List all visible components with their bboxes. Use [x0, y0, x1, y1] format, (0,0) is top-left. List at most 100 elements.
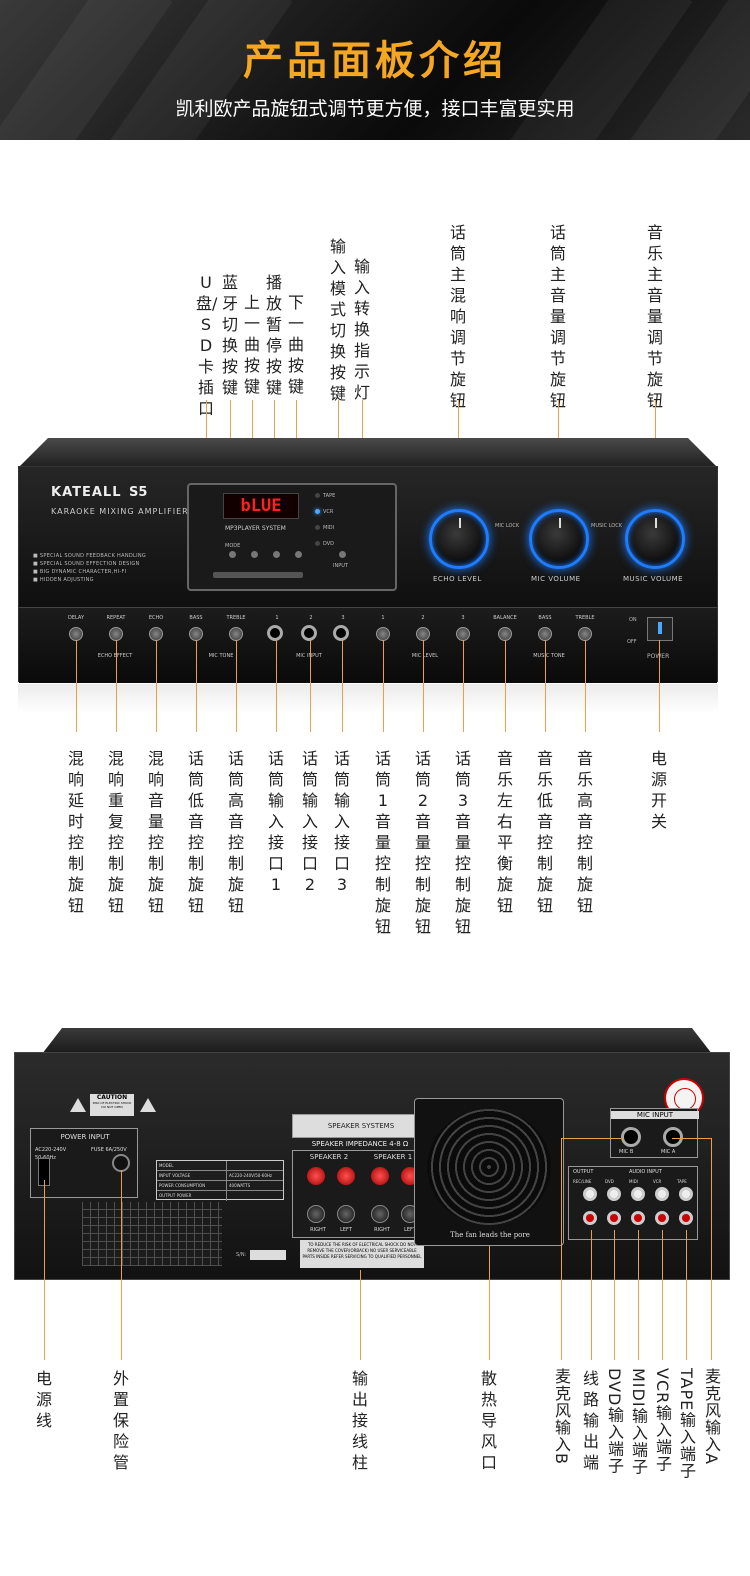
mic-input-3-jack[interactable] [333, 625, 349, 641]
caution-plate: CAUTION RISK OF ELECTRIC SHOCK DO NOT OP… [90, 1094, 134, 1116]
mic-bass-knob[interactable] [189, 627, 203, 641]
sn-label: S/N: [236, 1252, 247, 1258]
label-midi: MIDI [323, 525, 335, 531]
mp3-label: MP3PLAYER SYSTEM [225, 525, 286, 532]
led-dvd [315, 541, 320, 546]
power-on-label: ON [629, 617, 637, 623]
speaker-terminal[interactable] [307, 1205, 325, 1223]
led-vcr [315, 509, 320, 514]
input-label: INPUT [333, 563, 348, 569]
label-mic-input-2: 话筒输入接口2 [301, 749, 318, 894]
fan-grill [427, 1109, 551, 1225]
delay-knob[interactable] [69, 627, 83, 641]
play-pause-button[interactable] [273, 551, 280, 558]
group-music-tone: MUSIC TONE [533, 653, 565, 659]
label-tape-input: TAPE输入端子 [677, 1368, 696, 1480]
music-volume-knob[interactable] [625, 509, 685, 569]
input-mode-button[interactable] [339, 551, 346, 558]
speaker-terminals: SPEAKER 2 SPEAKER 1 RIGHT LEFT RIGHT LEF… [292, 1150, 428, 1238]
flabel-repeat: REPEAT [106, 615, 126, 621]
mic-volume-knob[interactable] [529, 509, 589, 569]
led-midi [315, 525, 320, 530]
label-mic-input-1: 话筒输入接口1 [267, 749, 284, 894]
usb-sd-slot[interactable] [213, 572, 303, 578]
next-button[interactable] [295, 551, 302, 558]
echo-level-knob[interactable] [429, 509, 489, 569]
fan-label: The fan leads the pore [450, 1231, 530, 1239]
speaker-systems-title: SPEAKER SYSTEMS [327, 1122, 395, 1130]
warning-triangle-icon [140, 1098, 156, 1112]
label-mic-input-a: 麦克风输入A [702, 1368, 721, 1465]
label-input-indicator: 输入转换指示灯 [353, 257, 370, 402]
dvd-right-jack[interactable] [607, 1211, 621, 1225]
serial-number-box [250, 1250, 286, 1260]
label-music-bass: 音乐低音控制旋钮 [536, 749, 553, 915]
label-mic3-volume: 话筒3音量控制旋钮 [454, 749, 471, 936]
bluetooth-button[interactable] [229, 551, 236, 558]
label-mic2-volume: 话筒2音量控制旋钮 [414, 749, 431, 936]
repeat-knob[interactable] [109, 627, 123, 641]
label-mic-treble: 话筒高音控制旋钮 [227, 749, 244, 915]
vcr-left-jack[interactable] [655, 1187, 669, 1201]
brand-model: S5 [129, 485, 148, 500]
echo-knob[interactable] [149, 627, 163, 641]
mic-level-2-knob[interactable] [416, 627, 430, 641]
mic-level-3-knob[interactable] [456, 627, 470, 641]
speaker-terminal[interactable] [337, 1167, 355, 1185]
line-out-left-jack[interactable] [583, 1187, 597, 1201]
circuit-diagram [82, 1202, 222, 1266]
midi-right-jack[interactable] [631, 1211, 645, 1225]
speaker-1-label: SPEAKER 1 [373, 1153, 413, 1161]
front-panel: KATEALL S5 KARAOKE MIXING AMPLIFIER ■ SP… [18, 466, 718, 683]
io-label-tape: TAPE [677, 1179, 687, 1184]
label-input-mode: 输入模式切换按键 [329, 237, 346, 403]
mic-input-2-jack[interactable] [301, 625, 317, 641]
label-play-pause: 播放暂停按键 [265, 273, 282, 397]
music-bass-knob[interactable] [538, 627, 552, 641]
label-vcr: VCR [323, 509, 334, 515]
spec-row: MODEL [157, 1161, 283, 1171]
flabel-mic-bass: BASS [189, 615, 203, 621]
mic-input-title: MIC INPUT [611, 1111, 699, 1119]
flabel-mic-level-3: 3 [461, 615, 465, 621]
speaker-terminal[interactable] [371, 1167, 389, 1185]
label-mic1-volume: 话筒1音量控制旋钮 [374, 749, 391, 936]
power-switch[interactable] [647, 617, 673, 641]
tape-right-jack[interactable] [679, 1211, 693, 1225]
line-out-right-jack[interactable] [583, 1211, 597, 1225]
right-label: RIGHT [374, 1227, 390, 1233]
dvd-left-jack[interactable] [607, 1187, 621, 1201]
label-speaker-terminals: 输出接线柱 [351, 1369, 368, 1472]
cooling-fan: The fan leads the pore [414, 1098, 564, 1246]
mic-level-1-knob[interactable] [376, 627, 390, 641]
group-echo-effect: ECHO EFFECT [97, 653, 133, 659]
label-echo-volume: 混响音量控制旋钮 [147, 749, 164, 915]
music-treble-knob[interactable] [578, 627, 592, 641]
mic-input-1-jack[interactable] [267, 625, 283, 641]
speaker-terminal[interactable] [337, 1205, 355, 1223]
speaker-terminal[interactable] [371, 1205, 389, 1223]
mode-label: MODE [225, 543, 241, 549]
prev-button[interactable] [251, 551, 258, 558]
mic-treble-knob[interactable] [229, 627, 243, 641]
balance-knob[interactable] [498, 627, 512, 641]
label-midi-input: MIDI输入端子 [629, 1368, 648, 1476]
mic-b-jack[interactable] [621, 1127, 641, 1147]
label-mic-bass: 话筒低音控制旋钮 [187, 749, 204, 915]
flabel-delay: DELAY [68, 615, 84, 621]
left-label: LEFT [404, 1227, 416, 1233]
speaker-terminal[interactable] [307, 1167, 325, 1185]
label-echo-repeat: 混响重复控制旋钮 [107, 749, 124, 915]
caution-title: CAUTION [96, 1094, 128, 1101]
flabel-balance: BALANCE [493, 615, 517, 621]
label-power-cord: 电源线 [35, 1369, 52, 1430]
mic-a-jack[interactable] [663, 1127, 683, 1147]
label-mic-input-3: 话筒输入接口3 [333, 749, 350, 894]
label-mic-input-b: 麦克风输入B [552, 1368, 571, 1465]
midi-left-jack[interactable] [631, 1187, 645, 1201]
tape-left-jack[interactable] [679, 1187, 693, 1201]
io-label-vcr: VCR [653, 1179, 662, 1184]
feature-2: ■ SPECIAL SOUND EFFECTION DESIGN [33, 561, 140, 567]
vcr-right-jack[interactable] [655, 1211, 669, 1225]
